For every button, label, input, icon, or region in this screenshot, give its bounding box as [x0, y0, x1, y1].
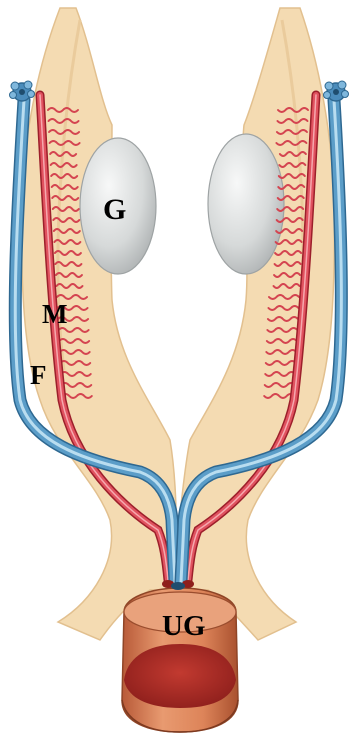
fimbriated-end-icon — [324, 81, 349, 101]
gonad-right — [208, 134, 284, 274]
label-mesonephric-duct: M — [42, 301, 67, 328]
label-gonad: G — [103, 195, 126, 225]
label-urogenital-sinus: UG — [162, 612, 206, 641]
fimbriated-end-icon — [10, 81, 35, 101]
label-paramesonephric-duct: F — [30, 362, 47, 389]
urogenital-sinus — [122, 580, 238, 732]
